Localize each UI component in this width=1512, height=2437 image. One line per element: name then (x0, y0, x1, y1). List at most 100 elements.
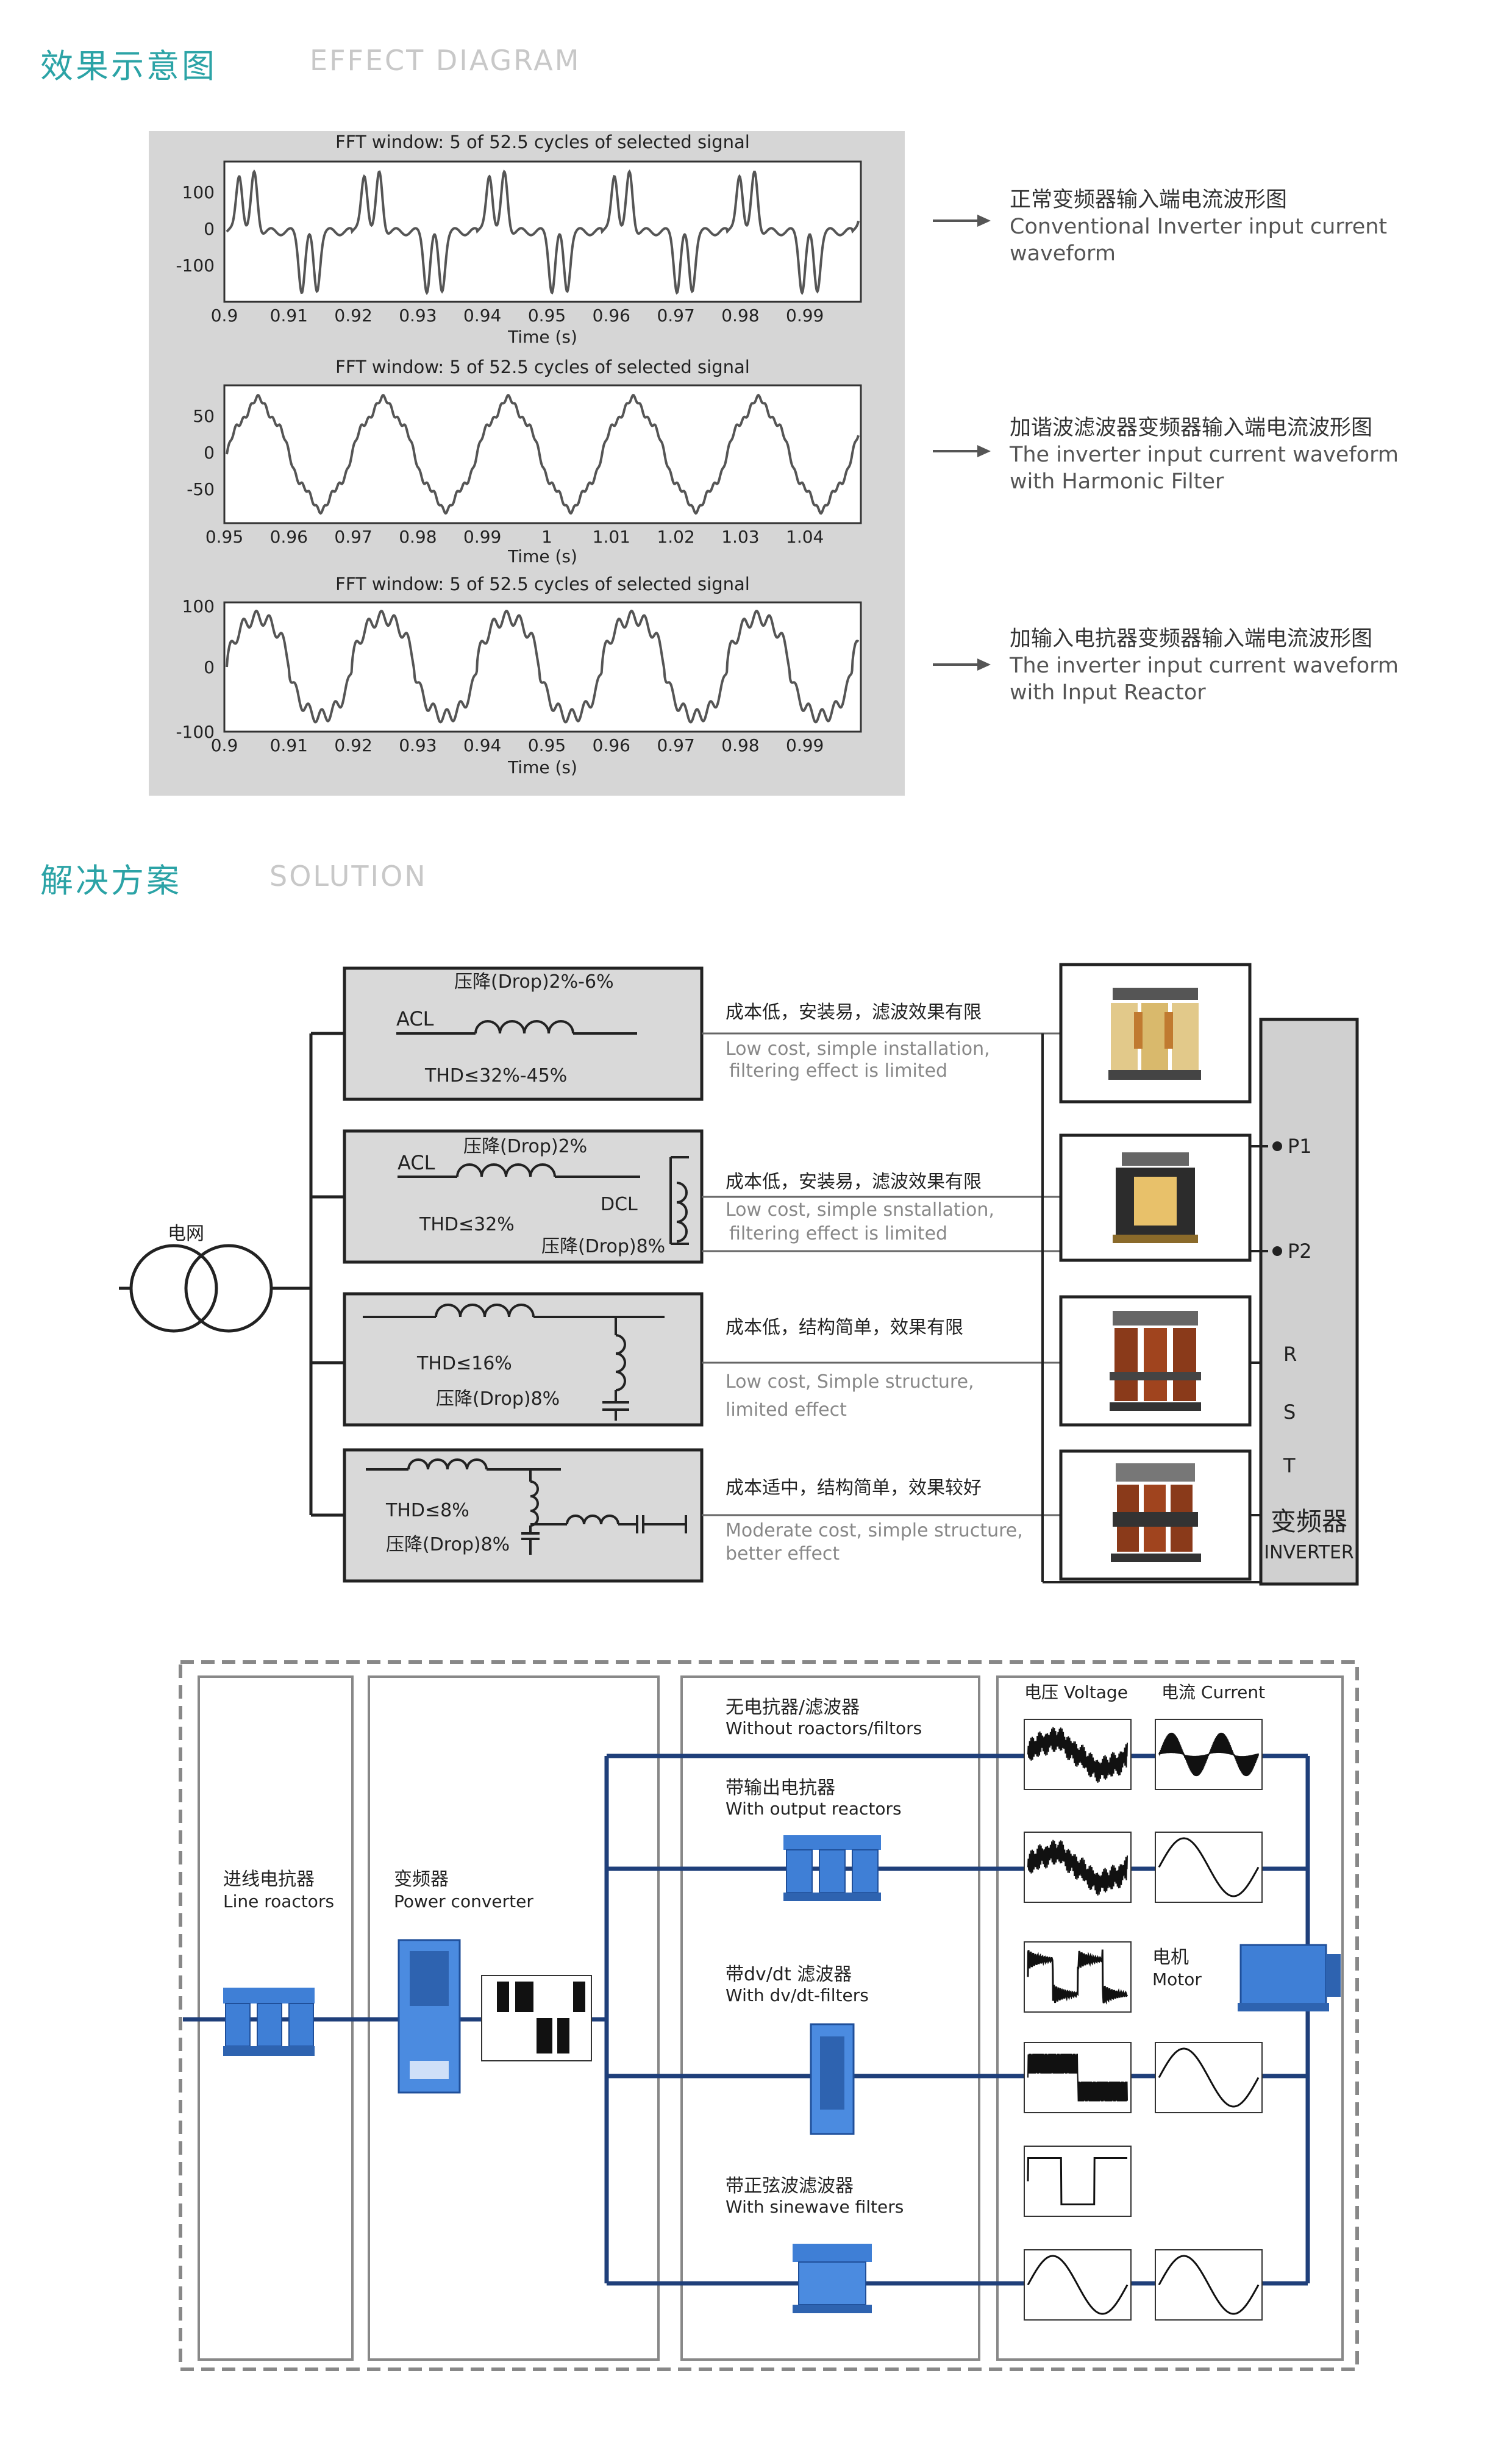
caption-3-en2: with Input Reactor (1010, 680, 1206, 705)
x-tick-label: 0.92 (334, 305, 372, 326)
row-3-en: With dv/dt-filters (726, 1985, 869, 2005)
wave-graph (1155, 2249, 1263, 2321)
plot-1-xlabel: Time (s) (507, 327, 577, 347)
plot-1-title: FFT window: 5 of 52.5 cycles of selected… (335, 132, 750, 152)
x-tick-label: 0.94 (463, 735, 501, 755)
option-3-inductor (435, 1304, 535, 1318)
option-box-3 (343, 1292, 704, 1427)
device-photo-4 (1059, 1449, 1252, 1581)
effect-title-cn: 效果示意图 (40, 47, 217, 85)
x-tick-label: 0.98 (721, 305, 759, 326)
option-1-desc-en2: filtering effect is limited (729, 1060, 947, 1082)
terminal-p1-dot (1272, 1141, 1282, 1151)
caption-2: 加谐波滤波器变频器输入端电流波形图 The inverter input cur… (1010, 415, 1399, 495)
x-tick-label: 0.9 (211, 735, 238, 755)
option-2-dcl: DCL (601, 1194, 638, 1215)
plot-3-ytick: 0 (204, 657, 215, 677)
waveform-plots: FFT window: 5 of 52.5 cycles of selected… (176, 132, 991, 777)
option-4-desc-en2: better effect (726, 1543, 840, 1565)
x-tick-label: 0.97 (657, 735, 694, 755)
transformer-coil-left (129, 1244, 218, 1333)
terminal-t: T (1283, 1454, 1296, 1477)
option-3-shunt-inductor (615, 1334, 626, 1391)
x-tick-label: 0.95 (205, 527, 243, 547)
plot-1-waveform (226, 169, 860, 296)
caption-arrow-2 (933, 445, 991, 457)
pwm-output-graph (481, 1975, 592, 2061)
x-tick-label: 0.91 (270, 735, 308, 755)
caption-2-en2: with Harmonic Filter (1010, 469, 1224, 494)
option-2-acl: ACL (398, 1151, 435, 1174)
caption-3-cn: 加输入电抗器变频器输入端电流波形图 (1010, 627, 1373, 651)
x-tick-label: 0.92 (334, 735, 372, 755)
dvdt-filter-device (810, 2023, 855, 2135)
row-1-en: Without roactors/filtors (726, 1718, 922, 1738)
option-4-inductor (407, 1458, 488, 1470)
option-3-desc-en2: limited effect (726, 1399, 847, 1421)
current-label: 电流 Current (1161, 1682, 1265, 1702)
solution-title-cn: 解决方案 (40, 862, 182, 900)
plot-3-frame (223, 601, 862, 733)
device-photo-3 (1059, 1295, 1252, 1427)
x-tick-label: 0.99 (463, 527, 501, 547)
line-reactor-device (223, 1988, 315, 2056)
plot-3-ytick: 100 (182, 596, 215, 616)
option-4-shunt-inductor (530, 1480, 539, 1527)
caption-1: 正常变频器输入端电流波形图 Conventional Inverter inpu… (1010, 187, 1387, 267)
solution-title-en: SOLUTION (269, 860, 427, 893)
waveform-plot-2: FFT window: 5 of 52.5 cycles of selected… (187, 357, 862, 566)
row-4-en: With sinewave filters (726, 2197, 904, 2217)
x-tick-label: 1.03 (721, 527, 759, 547)
option-3-desc-en1: Low cost, Simple structure, (726, 1371, 974, 1393)
effect-title-en: EFFECT DIAGRAM (310, 44, 581, 77)
plot-2-waveform (226, 393, 860, 515)
plot-2-ytick: 0 (204, 443, 215, 463)
option-2-desc-en2: filtering effect is limited (729, 1223, 947, 1244)
wave-graph (1024, 1719, 1132, 1790)
caption-3-en1: The inverter input current waveform (1010, 654, 1399, 678)
row-2-cn: 带输出电抗器 (726, 1777, 835, 1799)
plot-1-ytick: -100 (176, 255, 215, 276)
terminal-p2-dot (1272, 1246, 1282, 1256)
option-2-drop2: 压降(Drop)8% (541, 1236, 665, 1257)
wave-graphs (1024, 1719, 1263, 2321)
option-1-desc-en1: Low cost, simple installation, (726, 1038, 990, 1060)
option-2-desc-en1: Low cost, simple snstallation, (726, 1199, 994, 1221)
transformer-coil-right (184, 1244, 273, 1333)
x-tick-label: 0.96 (270, 527, 308, 547)
x-tick-label: 0.99 (786, 305, 824, 326)
plot-2-ytick: 50 (193, 406, 215, 426)
terminal-p1: P1 (1288, 1135, 1312, 1158)
option-1-drop: 压降(Drop)2%-6% (454, 971, 614, 993)
sinewave-filter-device (793, 2244, 872, 2313)
solution-diagram: 电网 压降(Drop)2%-6% ACL THD≤32%-45% 压降(Drop… (119, 963, 1359, 1586)
x-tick-label: 0.94 (463, 305, 501, 326)
plot-2-title: FFT window: 5 of 52.5 cycles of selected… (335, 357, 750, 377)
plot-1-ytick: 0 (204, 219, 215, 239)
terminal-p2: P2 (1288, 1240, 1312, 1263)
converter-device (398, 1939, 461, 2094)
line-reactor-en: Line roactors (223, 1891, 334, 1911)
motor-cn: 电机 (1152, 1947, 1189, 1968)
x-tick-label: 0.96 (593, 305, 630, 326)
wave-graph (1155, 1719, 1263, 1790)
x-tick-label: 0.98 (399, 527, 437, 547)
x-tick-label: 0.91 (270, 305, 308, 326)
option-3-desc-cn: 成本低，结构简单，效果有限 (726, 1317, 963, 1338)
wave-graph (1024, 1832, 1132, 1903)
option-1-desc-cn: 成本低，安装易，滤波效果有限 (726, 1002, 982, 1023)
voltage-label: 电压 Voltage (1024, 1682, 1128, 1702)
output-reactor-device (783, 1835, 881, 1901)
x-tick-label: 0.99 (786, 735, 824, 755)
option-3-thd: THD≤16% (416, 1353, 512, 1374)
option-4-drop: 压降(Drop)8% (386, 1534, 510, 1555)
x-tick-label: 0.96 (593, 735, 630, 755)
panel-filters (680, 1675, 980, 2361)
row-2-en: With output reactors (726, 1799, 902, 1819)
motor-device (1238, 1944, 1341, 2011)
inverter-box (1259, 1018, 1359, 1586)
option-2-thd: THD≤32% (419, 1214, 515, 1235)
option-2-desc-cn: 成本低，安装易，滤波效果有限 (726, 1171, 982, 1193)
wave-graph (1024, 1941, 1132, 2013)
x-tick-label: 0.95 (528, 735, 566, 755)
